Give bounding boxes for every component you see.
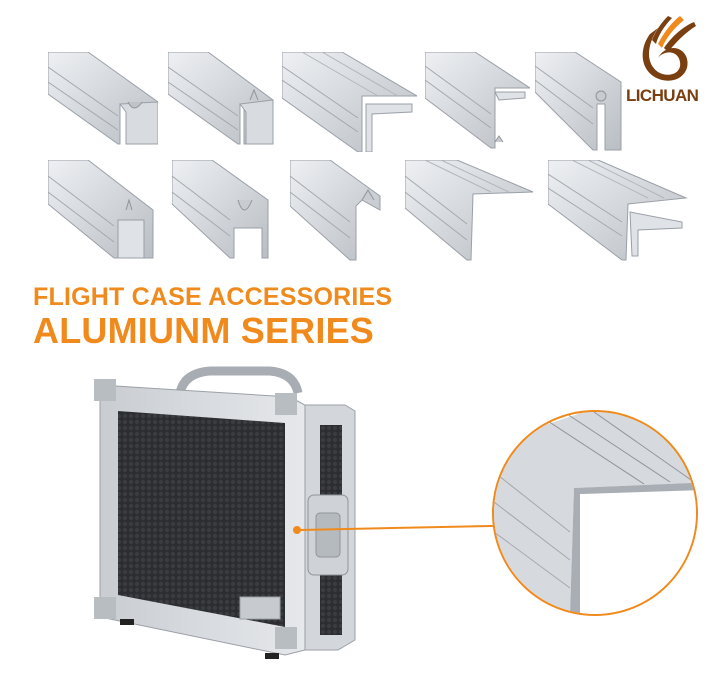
hinge-lid-profile-icon [535, 52, 622, 151]
headline-line-2: ALUMIUNM SERIES [33, 310, 375, 351]
hybrid-lid-profile-2-icon [168, 52, 274, 145]
tongue-profile-icon [290, 160, 381, 261]
flight-case-image [94, 366, 356, 659]
angle-profile-detail-icon [494, 412, 696, 614]
detail-magnifier [492, 410, 698, 616]
hybrid-base-profile-1-icon [48, 160, 154, 259]
callout-dot [293, 526, 301, 534]
logo-swoosh-icon [642, 16, 696, 81]
headline-line-1: FLIGHT CASE ACCESSORIES [33, 283, 393, 311]
angle-profile-icon [405, 160, 534, 261]
step-base-profile-icon [548, 160, 688, 261]
angle-step-profile-icon [425, 52, 530, 149]
hybrid-lid-profile-1-icon [48, 52, 158, 145]
brand-name: LICHUAN [626, 86, 699, 105]
hybrid-base-profile-2-icon [172, 160, 269, 259]
step-lid-profile-icon [282, 52, 417, 152]
